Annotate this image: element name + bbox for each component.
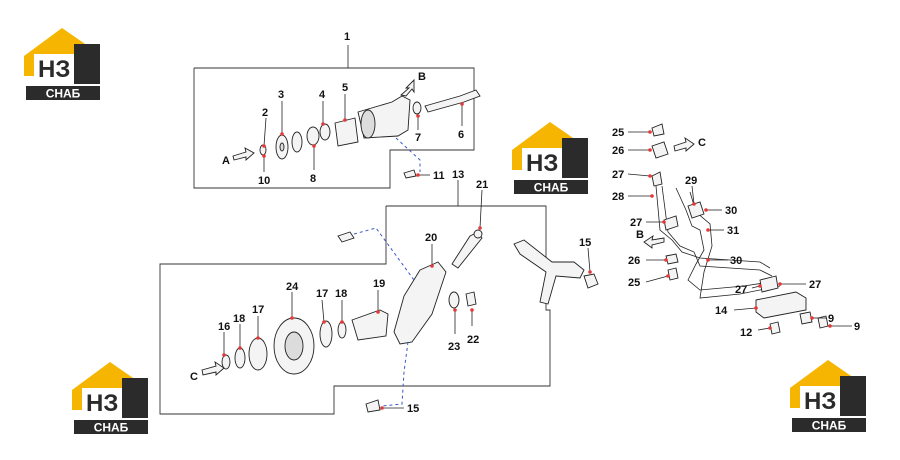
- label-27d: 27: [809, 279, 821, 291]
- label-26a: 26: [612, 145, 624, 157]
- arrow-c-right: [673, 136, 695, 152]
- arrow-c-lower: [201, 360, 225, 376]
- label-11: 11: [433, 170, 445, 182]
- label-15a: 15: [579, 237, 591, 249]
- logo-window: [522, 148, 562, 174]
- bracket-part: [513, 239, 599, 305]
- upper-parts: [259, 89, 481, 179]
- brand-logo: НЗ СНАБ: [512, 122, 588, 195]
- label-7: 7: [415, 132, 421, 144]
- label-22: 22: [467, 334, 479, 346]
- label-18b: 18: [335, 288, 347, 300]
- label-30b: 30: [730, 255, 742, 267]
- label-5: 5: [342, 82, 348, 94]
- label-17b: 17: [316, 288, 328, 300]
- logo-caption-bar: [514, 180, 588, 194]
- dash-lower-bottom: [381, 341, 409, 407]
- label-28: 28: [612, 191, 624, 203]
- label-20: 20: [425, 232, 437, 244]
- label-3: 3: [278, 89, 284, 101]
- label-15b: 15: [407, 403, 419, 415]
- label-27a: 27: [612, 169, 624, 181]
- brand-logo: НЗ СНАБ: [24, 28, 100, 101]
- logo-caption: СНАБ: [534, 181, 569, 195]
- leader-tips: [222, 102, 832, 410]
- logo-window: [800, 386, 840, 412]
- logo-block: [840, 376, 866, 416]
- label-6: 6: [458, 129, 464, 141]
- logo-caption: СНАБ: [94, 421, 129, 435]
- arrow-b-right: [643, 234, 665, 249]
- label-27b: 27: [630, 217, 642, 229]
- label-29: 29: [685, 175, 697, 187]
- logo-caption-bar: [26, 86, 100, 100]
- label-2: 2: [262, 107, 268, 119]
- label-4: 4: [319, 89, 326, 101]
- label-25b: 25: [628, 277, 640, 289]
- logo-block: [122, 378, 148, 418]
- dash-lower-top: [353, 227, 415, 281]
- logo-caption: СНАБ: [812, 419, 847, 433]
- label-24: 24: [286, 281, 299, 293]
- logo-letters: НЗ: [804, 388, 836, 415]
- frame-upper: [193, 67, 475, 189]
- label-1: 1: [344, 31, 350, 43]
- brand-logo: НЗ СНАБ: [790, 360, 866, 433]
- label-27c: 27: [735, 284, 747, 296]
- arrow-c-lower-label: C: [190, 371, 198, 383]
- label-30a: 30: [725, 205, 737, 217]
- logo-letters: НЗ: [526, 150, 558, 177]
- logo-block: [74, 44, 100, 84]
- logo-window: [34, 54, 74, 80]
- arrow-b-upper: [400, 78, 415, 97]
- arrow-a: [232, 147, 255, 161]
- label-9b: 9: [854, 321, 860, 333]
- logo-block: [562, 138, 588, 178]
- label-18a: 18: [233, 313, 245, 325]
- arrow-b-right-label: B: [636, 229, 644, 241]
- label-21: 21: [476, 179, 488, 191]
- arrow-b-upper-label: B: [418, 71, 426, 83]
- label-16: 16: [218, 321, 230, 333]
- label-31: 31: [727, 225, 739, 237]
- dash-upper: [395, 137, 421, 172]
- label-14: 14: [715, 305, 728, 317]
- label-17a: 17: [252, 304, 264, 316]
- label-19: 19: [373, 278, 385, 290]
- label-26b: 26: [628, 255, 640, 267]
- logo-caption: СНАБ: [46, 87, 81, 101]
- label-13: 13: [452, 169, 464, 181]
- hose-assembly: [651, 123, 829, 335]
- label-8: 8: [310, 173, 316, 185]
- logo-letters: НЗ: [38, 56, 70, 83]
- frame-lower: [159, 205, 551, 415]
- label-9a: 9: [828, 313, 834, 325]
- label-23: 23: [448, 341, 460, 353]
- brand-logo: НЗ СНАБ: [72, 362, 148, 435]
- label-25a: 25: [612, 127, 624, 139]
- logo-letters: НЗ: [86, 390, 118, 417]
- logo-window: [82, 388, 122, 414]
- arrow-a-label: A: [222, 155, 230, 167]
- lower-parts: [221, 229, 483, 413]
- logo-caption-bar: [792, 418, 866, 432]
- label-12: 12: [740, 327, 752, 339]
- logo-caption-bar: [74, 420, 148, 434]
- arrow-c-right-label: C: [698, 137, 706, 149]
- label-10: 10: [258, 175, 270, 187]
